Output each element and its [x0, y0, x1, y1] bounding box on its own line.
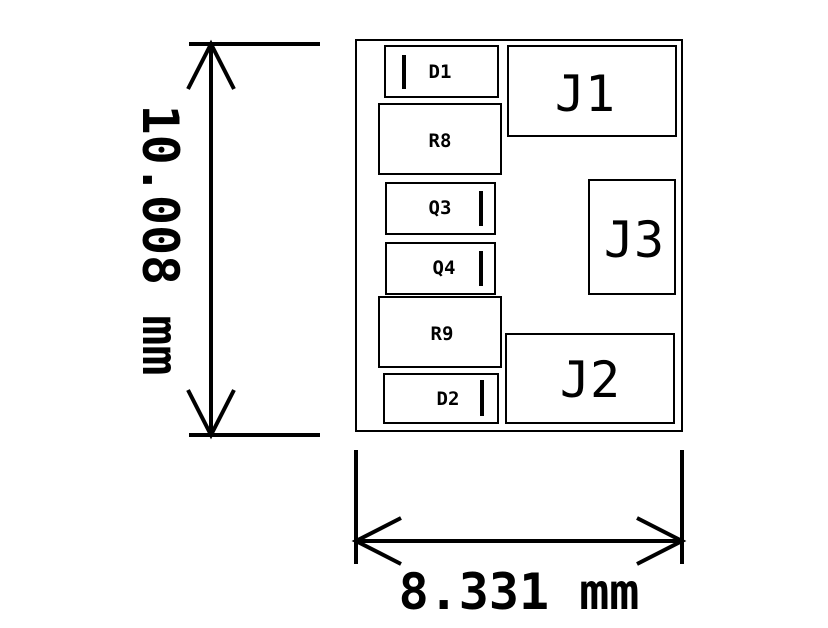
- d1-outline: [384, 45, 499, 98]
- j1-outline: [507, 45, 677, 137]
- width-dimension: 8.331 mm: [351, 450, 687, 621]
- j2-outline: [505, 333, 675, 424]
- height-dimension: 10.008 mm: [131, 39, 320, 440]
- r8-outline: [378, 103, 502, 175]
- width-arrow-left: [351, 516, 402, 566]
- width-arrow-right: [636, 516, 687, 566]
- q3-label: Q3: [429, 197, 452, 219]
- j1-label: J1: [555, 65, 615, 123]
- height-label: 10.008 mm: [131, 105, 189, 376]
- component-r8: R8: [378, 103, 502, 175]
- component-q4: Q4: [385, 242, 496, 295]
- r9-label: R9: [431, 323, 454, 345]
- j3-label: J3: [604, 211, 664, 269]
- component-j3: J3: [588, 179, 676, 295]
- component-j2: J2: [505, 333, 675, 424]
- component-r9: R9: [378, 296, 502, 368]
- r9-outline: [378, 296, 502, 368]
- component-d2: D2: [383, 373, 499, 424]
- q4-outline: [385, 242, 496, 295]
- component-j1: J1: [507, 45, 677, 137]
- height-arrow-top: [186, 39, 236, 90]
- board-outline: [355, 39, 683, 432]
- q3-outline: [385, 182, 496, 235]
- j2-label: J2: [560, 351, 620, 409]
- j3-outline: [588, 179, 676, 295]
- component-q3: Q3: [385, 182, 496, 235]
- component-d1: D1: [384, 45, 499, 98]
- height-arrow-bottom: [186, 389, 236, 440]
- d2-label: D2: [437, 388, 460, 410]
- q4-label: Q4: [433, 257, 456, 279]
- r8-label: R8: [429, 130, 452, 152]
- d1-label: D1: [429, 61, 452, 83]
- d2-outline: [383, 373, 499, 424]
- width-label: 8.331 mm: [399, 563, 640, 621]
